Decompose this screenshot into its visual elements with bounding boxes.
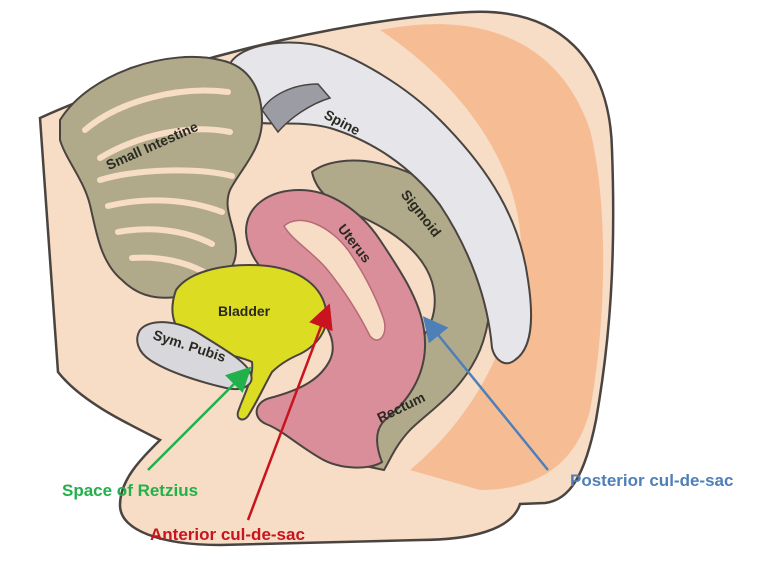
callout-posterior-cul-de-sac: Posterior cul-de-sac xyxy=(570,471,733,490)
callout-anterior-cul-de-sac: Anterior cul-de-sac xyxy=(150,525,305,544)
callout-space-of-retzius: Space of Retzius xyxy=(62,481,198,500)
label-bladder: Bladder xyxy=(218,303,271,319)
